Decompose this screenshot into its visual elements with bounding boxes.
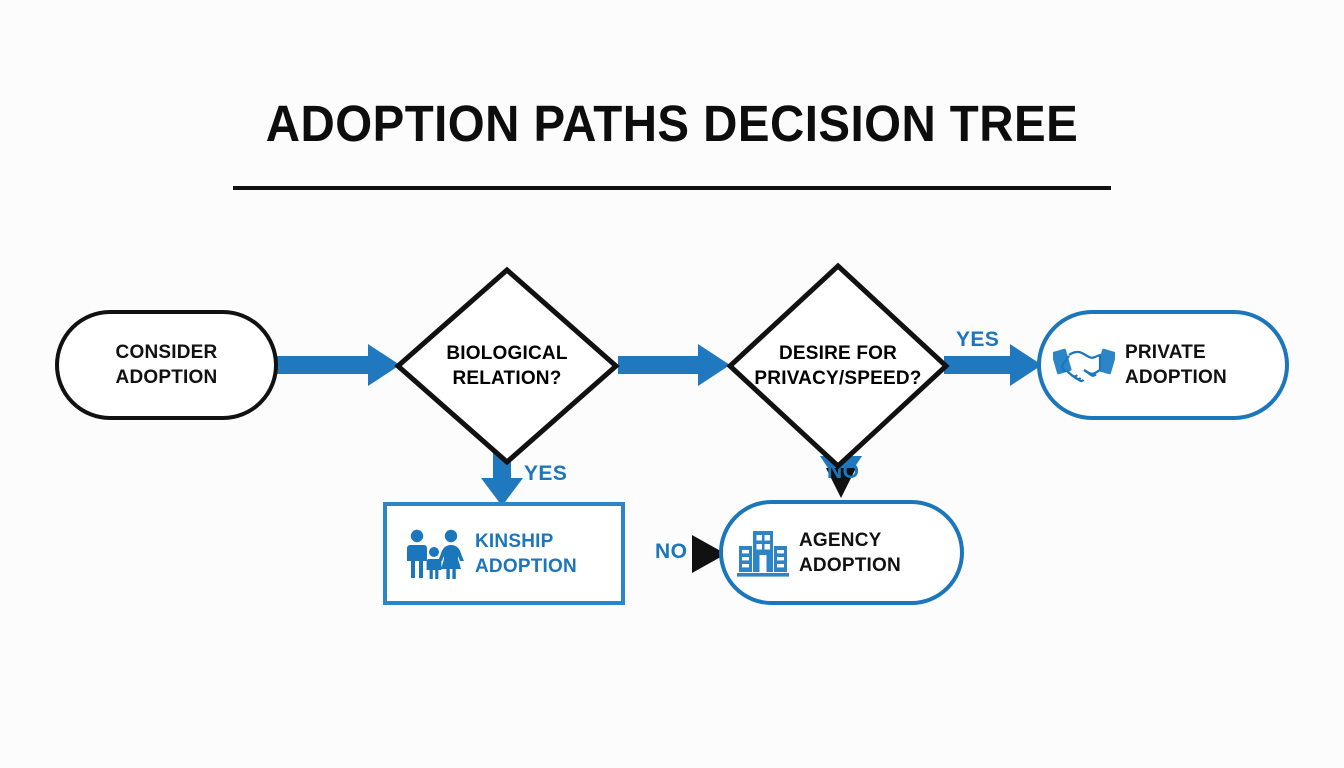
branch-label-agency-no: NO	[655, 540, 688, 563]
node-biological-relation[interactable]: BIOLOGICAL RELATION?	[394, 266, 620, 466]
node-kinship-adoption[interactable]: KINSHIP ADOPTION	[383, 502, 625, 605]
node-agency-adoption-label: AGENCY ADOPTION	[799, 529, 901, 576]
node-agency-adoption[interactable]: AGENCY ADOPTION	[719, 500, 964, 605]
arrowhead-no-to-agency	[692, 535, 726, 573]
arrow-consider-to-biological	[276, 344, 400, 386]
handshake-icon	[1053, 342, 1115, 388]
node-desire-privacy-speed[interactable]: DESIRE FOR PRIVACY/SPEED?	[726, 262, 950, 470]
node-consider-adoption[interactable]: CONSIDER ADOPTION	[55, 310, 278, 420]
branch-label-privacy-yes: YES	[956, 328, 1000, 351]
node-private-adoption[interactable]: PRIVATE ADOPTION	[1037, 310, 1289, 420]
branch-label-biological-yes: YES	[524, 462, 568, 485]
family-icon	[403, 528, 465, 580]
title-divider	[233, 186, 1111, 190]
node-private-adoption-label: PRIVATE ADOPTION	[1125, 342, 1227, 388]
page-title: ADOPTION PATHS DECISION TREE	[265, 95, 1079, 152]
building-icon	[737, 528, 789, 578]
arrow-biological-to-privacy	[618, 344, 730, 386]
node-consider-adoption-label: CONSIDER ADOPTION	[115, 342, 218, 388]
node-kinship-adoption-label: KINSHIP ADOPTION	[475, 530, 577, 577]
arrow-privacy-to-private	[944, 344, 1042, 386]
arrow-biological-to-kinship	[481, 444, 523, 506]
